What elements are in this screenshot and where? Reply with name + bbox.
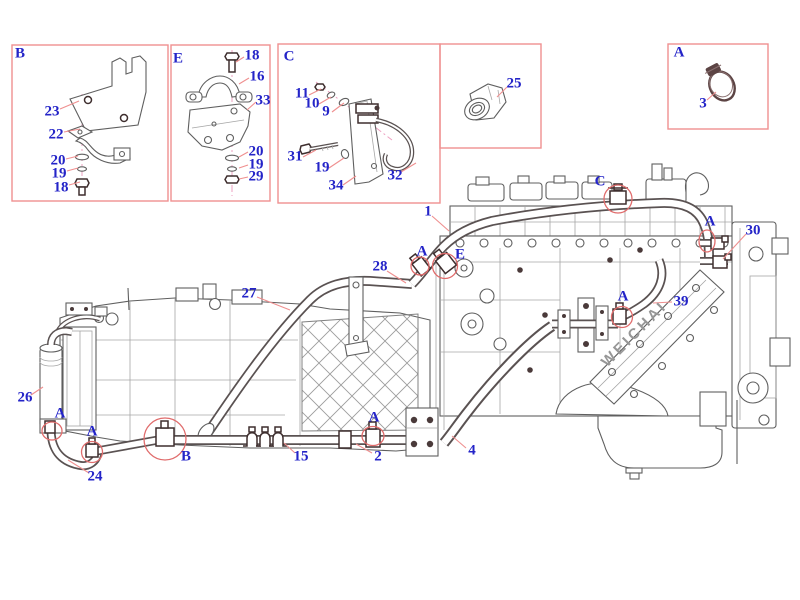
inset-c-drawing — [299, 81, 415, 185]
inset-box-b — [11, 44, 169, 202]
nut-29 — [224, 175, 240, 184]
clamp-a-mid — [612, 308, 627, 325]
clamp-a-canister — [44, 420, 56, 434]
washer-20e — [224, 154, 240, 162]
detail-circle-a-mid — [610, 305, 634, 329]
omega-clamps — [243, 426, 287, 447]
lifting-eye — [685, 172, 710, 196]
inset-b-drawing — [66, 55, 147, 196]
bolt-31 — [299, 143, 312, 155]
oil-pan — [597, 415, 723, 469]
detail-circle-e — [431, 252, 459, 280]
washer-19c — [340, 149, 350, 159]
inset-box-25 — [439, 43, 542, 149]
clamps — [44, 183, 732, 458]
bracket-23 — [69, 55, 147, 132]
plate-22 — [66, 125, 94, 139]
washer-10 — [326, 91, 336, 99]
detail-circle-a-right — [698, 229, 716, 253]
detail-circles — [41, 184, 716, 464]
drain-plug — [625, 467, 643, 474]
clamp-30a — [710, 237, 725, 250]
clamp-e-pipe — [432, 248, 458, 275]
inset-box-borders — [11, 43, 769, 204]
shift-pulley — [105, 312, 119, 326]
clamp-b — [155, 427, 175, 447]
detail-circle-a-15 — [361, 425, 385, 447]
detail-circle-a-canister — [41, 421, 63, 441]
washer-20 — [74, 153, 90, 161]
inset-box-e — [170, 44, 271, 202]
detail-circle-a-pipe — [410, 256, 430, 276]
bolt-18e — [224, 52, 240, 61]
nut-11 — [314, 83, 326, 91]
washer-19e — [226, 166, 238, 172]
saddle-16 — [197, 75, 241, 98]
leader-lines — [30, 56, 747, 474]
mount-plate — [405, 407, 439, 457]
clamp-a-elbow — [85, 443, 99, 458]
clamp-2 — [338, 430, 352, 449]
washer-19 — [76, 166, 88, 172]
washer-9 — [338, 97, 350, 107]
hose-clamp-3 — [704, 63, 736, 102]
inset-box-a — [667, 43, 769, 130]
plate-33 — [187, 103, 251, 151]
detail-circle-b — [143, 417, 187, 461]
weichai-cover — [589, 269, 725, 405]
detail-circle-a-elbow — [80, 440, 104, 464]
inset-25-drawing — [464, 83, 507, 121]
detail-circle-c — [603, 184, 633, 214]
front-panel — [62, 326, 97, 431]
inset-a-drawing — [704, 63, 736, 102]
inset-e-drawing — [185, 50, 253, 196]
pipes — [46, 197, 728, 471]
clamp-c — [609, 190, 627, 205]
